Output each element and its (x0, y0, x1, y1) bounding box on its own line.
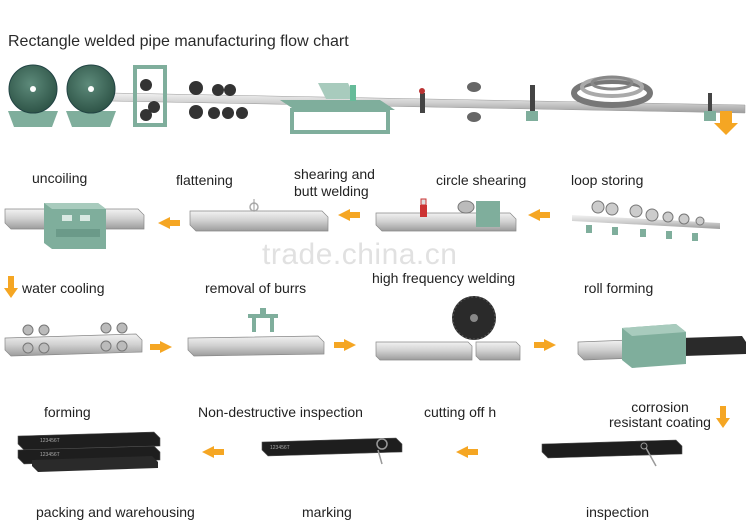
label-marking: marking (302, 504, 352, 520)
flattener-icon (133, 65, 167, 127)
pipe-with-sizing-box (4, 203, 145, 249)
watermark: trade.china.cn (262, 238, 458, 271)
welding-table-icon (280, 83, 395, 134)
shearing-icon (419, 88, 425, 113)
row1-illustrations (4, 198, 720, 249)
arrow-down-icon (714, 111, 738, 135)
pipe-marking: 123456T (40, 438, 60, 444)
row2-illustrations (4, 296, 746, 368)
arrow-down-icon (716, 406, 730, 428)
pipe-deburring (187, 308, 325, 357)
top-process-line (8, 64, 746, 135)
label-removal-of-burrs: removal of burrs (205, 280, 307, 296)
loop-accumulator-icon (571, 75, 653, 108)
pipe-inspection (541, 439, 683, 467)
arrow-right-icon (334, 339, 356, 351)
label-flattening: flattening (176, 172, 233, 188)
pipe-marking: 123456T (270, 445, 290, 451)
coil-icon (8, 64, 58, 127)
label-forming: forming (44, 404, 91, 420)
label-packing-and-warehousing: packing and warehousing (36, 504, 195, 520)
pipe-ndi: 123456T (261, 437, 403, 465)
page-title: Rectangle welded pipe manufacturing flow… (8, 33, 349, 50)
pipe-hf-welding (375, 296, 521, 361)
coil-icon (66, 64, 116, 127)
label-water-cooling: water cooling (22, 280, 105, 296)
label-high-frequency-welding: high frequency welding (372, 270, 516, 286)
loop-post-icon (526, 85, 538, 121)
label-loop-storing: loop storing (571, 172, 644, 188)
roller-icon (189, 81, 248, 119)
arrow-left-icon (456, 446, 478, 458)
post-icon (704, 93, 716, 121)
pipe-bundle: 123456T 123456T (17, 431, 161, 472)
pipe-roll-forming (577, 324, 746, 368)
pipe-flattening (189, 199, 329, 232)
label-shearing-butt-welding: shearing and butt welding (294, 166, 375, 199)
label-circle-shearing: circle shearing (436, 172, 527, 188)
loop-storing-rollers (572, 200, 720, 241)
circle-shear-icon (467, 82, 481, 122)
label-corrosion-resistant-coating: corrosion resistant coating (609, 399, 711, 430)
arrow-right-icon (150, 341, 172, 353)
label-roll-forming: roll forming (584, 280, 654, 296)
arrow-left-icon (202, 446, 224, 458)
label-uncoiling: uncoiling (32, 170, 88, 186)
pipe-marking: 123456T (40, 452, 60, 458)
arrow-left-icon (338, 209, 360, 221)
label-non-destructive-inspection: Non-destructive inspection (198, 404, 363, 420)
arrow-down-icon (4, 276, 18, 298)
arrow-left-icon (158, 217, 180, 229)
arrow-left-icon (528, 209, 550, 221)
row3-illustrations: 123456T 123456T 123456T (17, 431, 683, 472)
arrow-right-icon (534, 339, 556, 351)
pipe-butt-welding (375, 198, 517, 232)
label-cutting-off: cutting off h (424, 404, 497, 420)
label-inspection: inspection (586, 504, 650, 520)
pipe-water-cooling (4, 322, 143, 357)
